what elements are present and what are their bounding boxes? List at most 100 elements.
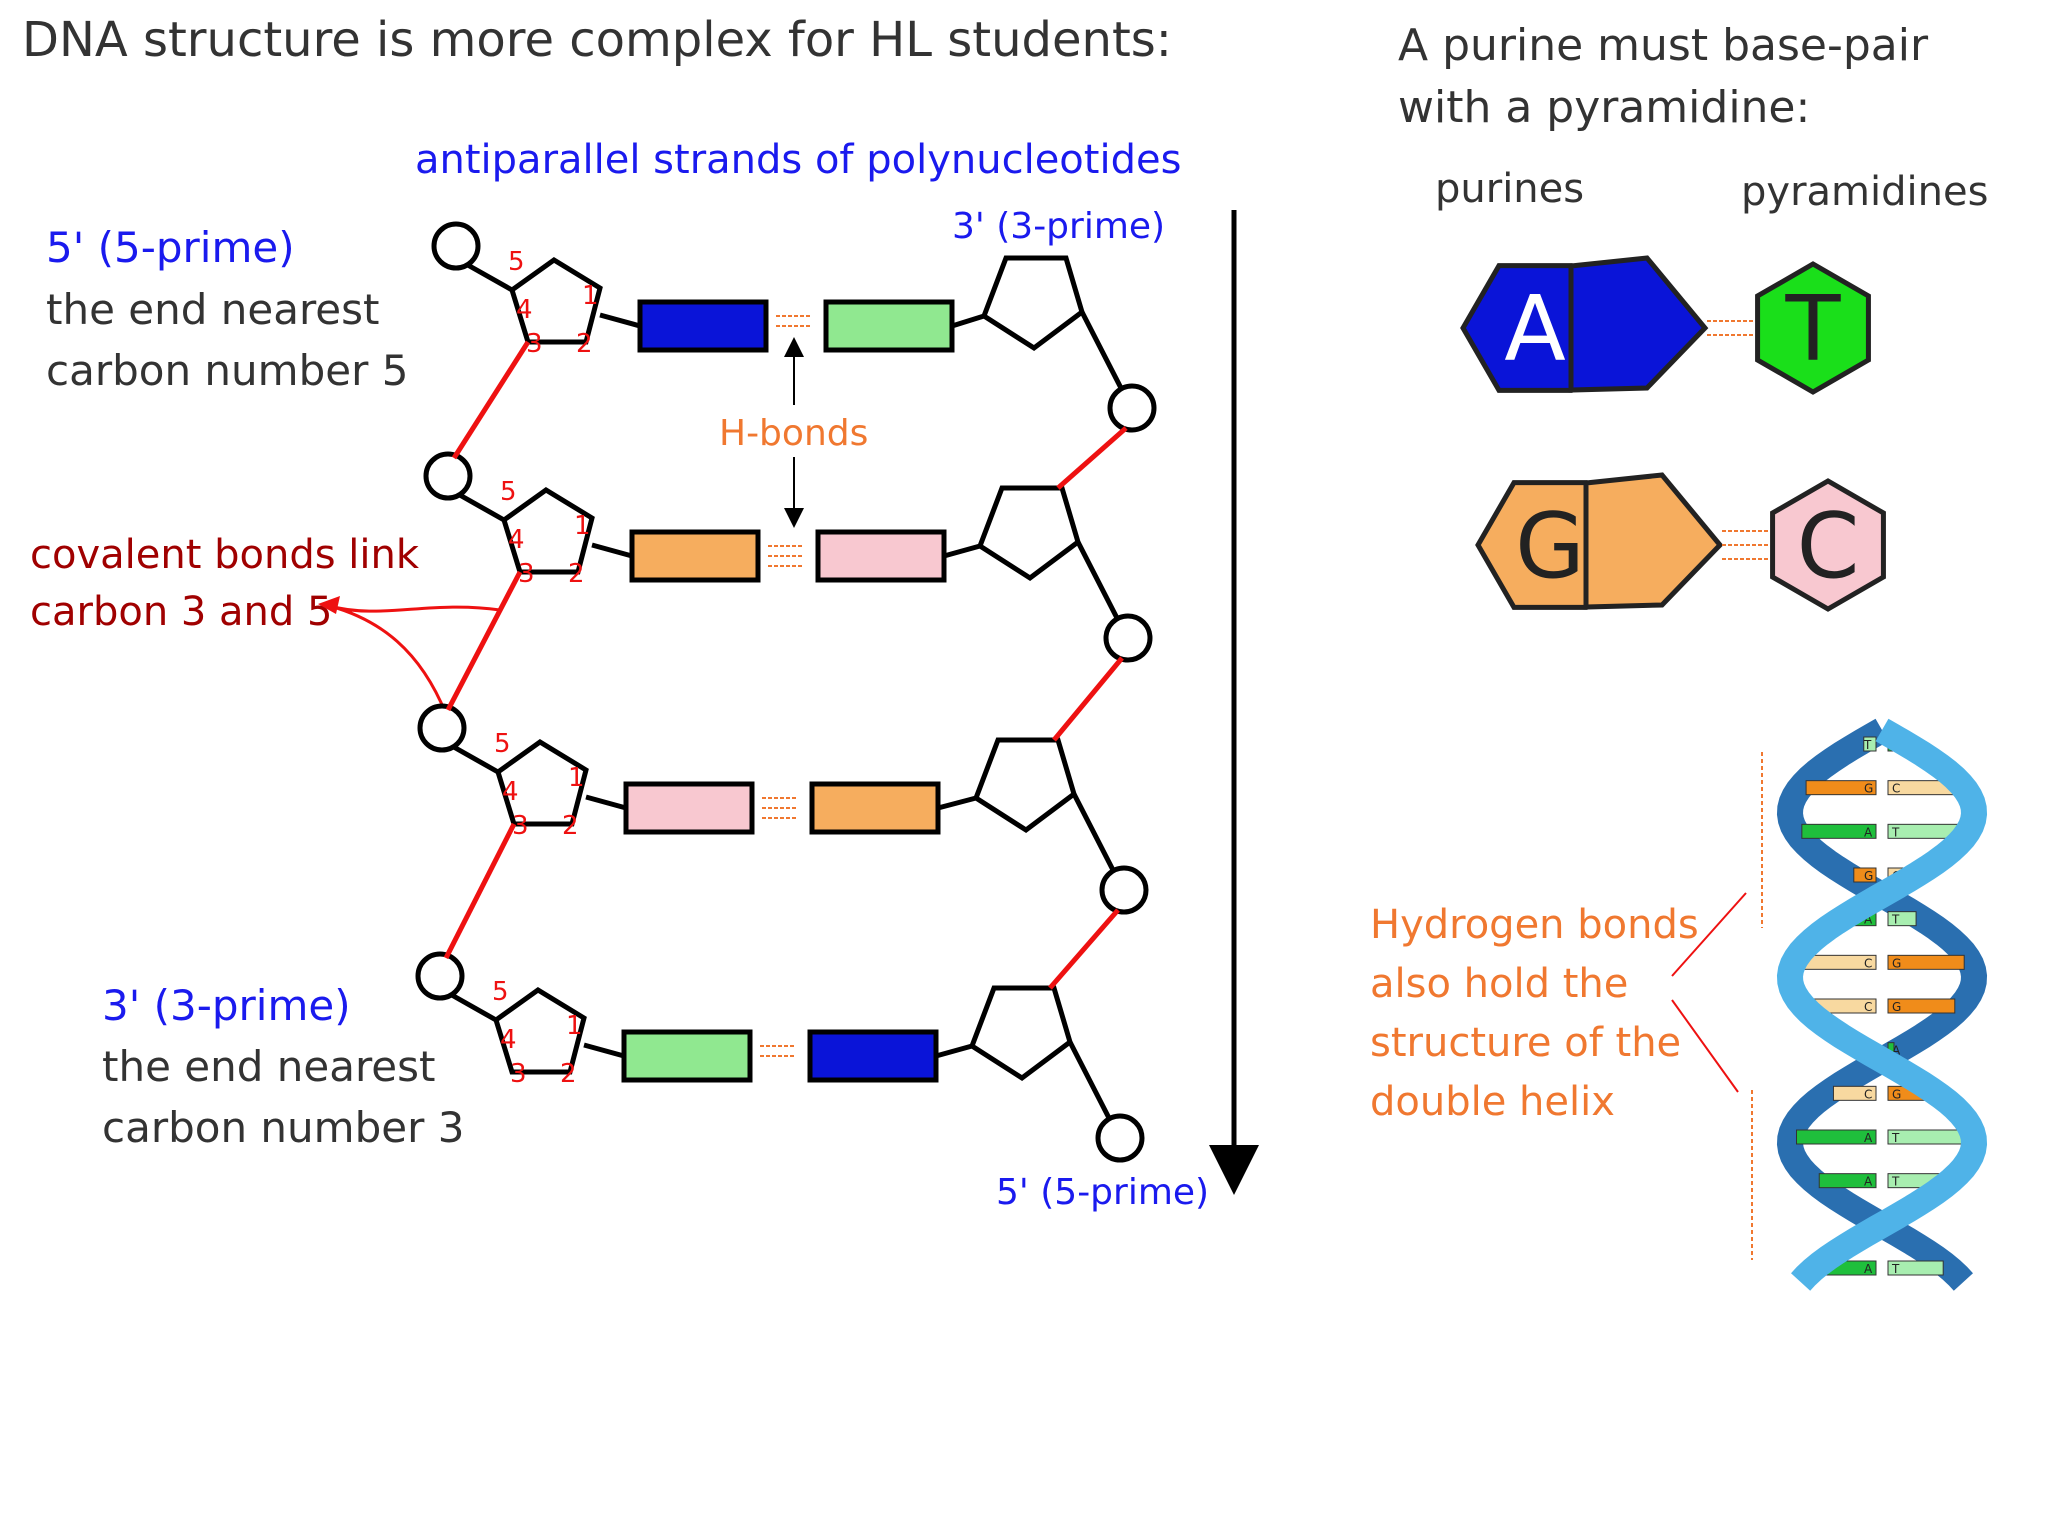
left-sugar: [495, 739, 589, 827]
left-sugar: [501, 487, 595, 575]
helix-back-strand: [1776, 718, 1988, 1291]
helix-rung-letter: A: [1864, 913, 1873, 927]
glycosidic-bond: [599, 312, 641, 329]
right-base: [807, 1029, 939, 1083]
helix-rung-letter: G: [1892, 1000, 1901, 1014]
helix-rung-left: [1801, 823, 1877, 839]
helix-rung-left: [1853, 867, 1877, 883]
phosphate-link: [456, 491, 506, 523]
five-prime-desc-line-1: the end nearest: [46, 285, 379, 334]
carbon-number: 5: [500, 477, 517, 507]
helix-rung-left: [1805, 780, 1877, 796]
helix-rung-letter: G: [1892, 956, 1901, 970]
helix-rung-letter: C: [1864, 1000, 1872, 1014]
helix-caption-line-2: also hold the: [1370, 961, 1628, 1007]
helix-rung-right: [1887, 911, 1917, 927]
purine-pentagon: [1583, 472, 1724, 610]
glycosidic-bond: [583, 1042, 625, 1059]
helix-rung-letter: G: [1864, 782, 1873, 796]
purines-label: purines: [1435, 166, 1584, 212]
covalent-bond-pointer: [329, 604, 501, 715]
phosphate-link: [464, 261, 514, 293]
helix-rung-letter: A: [1864, 1175, 1873, 1189]
phosphate-link: [1079, 310, 1125, 392]
carbon-number: 3: [526, 329, 543, 359]
carbon-number: 5: [508, 247, 525, 277]
helix-rung-letter: G: [1892, 1087, 1901, 1101]
purine-letter: G: [1515, 494, 1585, 599]
glycosidic-bond: [591, 542, 633, 559]
covalent-pointer-head: [318, 596, 340, 614]
helix-rung-right: [1887, 1129, 1968, 1145]
carbon-number: 4: [516, 295, 533, 325]
carbon-number: 2: [562, 811, 579, 841]
carbon-number: 2: [560, 1059, 577, 1089]
covalent-backbone-bond: [445, 570, 523, 712]
covalent-backbone-bond: [443, 822, 517, 960]
glycosidic-bond: [935, 1043, 973, 1059]
purine-pentagon: [1568, 255, 1709, 393]
phosphate-link: [1071, 792, 1117, 874]
helix-rung-left: [1818, 1173, 1877, 1189]
right-base: [823, 299, 955, 353]
helix-rung-letter: T: [1891, 1262, 1900, 1276]
carbon-number: 1: [568, 763, 585, 793]
five-prime-label-left: 5' (5-prime): [46, 223, 295, 272]
right-sugar: [980, 255, 1085, 352]
carbon-number: 5: [492, 977, 509, 1007]
right-phosphate: [1103, 613, 1153, 663]
helix-front-strand: [1776, 718, 1988, 1291]
hbonds-label: H-bonds: [719, 413, 868, 454]
three-prime-desc-line-1: the end nearest: [102, 1042, 435, 1091]
left-phosphate: [415, 951, 465, 1001]
carbon-number: 2: [568, 559, 585, 589]
pyrimidine-letter: T: [1785, 277, 1842, 382]
helix-rung-letter: T: [1863, 738, 1872, 752]
pyrimidine-hexagon: [1755, 261, 1871, 395]
helix-rung-right: [1887, 954, 1965, 970]
helix-rung-left: [1796, 1129, 1877, 1145]
carbon-number: 4: [500, 1025, 517, 1055]
five-prime-desc-line-2: carbon number 5: [46, 346, 408, 395]
carbon-number: 4: [508, 525, 525, 555]
helix-rung-left: [1863, 736, 1877, 752]
covalent-backbone-bond: [1052, 656, 1124, 742]
carbon-number: 1: [566, 1011, 583, 1041]
phosphate-link: [450, 743, 500, 775]
carbon-number: 1: [574, 511, 591, 541]
phosphate-link: [448, 991, 498, 1023]
basepair-heading-line-2: with a pyramidine:: [1398, 82, 1810, 133]
glycosidic-bond: [951, 313, 985, 329]
right-phosphate: [1095, 1113, 1145, 1163]
right-base: [815, 529, 947, 583]
slide-title: DNA structure is more complex for HL stu…: [22, 12, 1172, 68]
helix-rung-right: [1887, 1260, 1944, 1276]
glycosidic-bond: [937, 795, 977, 811]
helix-caption-pointer-down: [1671, 999, 1739, 1093]
helix-rung-letter: C: [1892, 782, 1900, 796]
covalent-label-line-2: carbon 3 and 5: [30, 589, 332, 635]
helix-rung-right: [1887, 998, 1956, 1014]
pyrimidine-letter: C: [1797, 494, 1860, 599]
right-phosphate: [1099, 865, 1149, 915]
helix-caption-line-3: structure of the: [1370, 1020, 1681, 1066]
left-base: [629, 529, 761, 583]
helix-caption-line-4: double helix: [1370, 1079, 1615, 1125]
helix-caption-pointer-up: [1671, 892, 1747, 977]
right-phosphate: [1107, 383, 1157, 433]
carbon-number: 3: [512, 811, 529, 841]
purine-letter: A: [1504, 277, 1566, 382]
left-phosphate: [417, 703, 467, 753]
left-sugar: [509, 257, 603, 345]
helix-rung-letter: A: [1864, 1131, 1873, 1145]
pyrimidine-hexagon: [1770, 478, 1886, 612]
glycosidic-bond: [943, 543, 981, 559]
helix-rung-letter: C: [1864, 956, 1872, 970]
helix-caption-line-1: Hydrogen bonds: [1370, 902, 1699, 948]
helix-rung-letter: T: [1891, 913, 1900, 927]
right-sugar: [976, 485, 1081, 582]
